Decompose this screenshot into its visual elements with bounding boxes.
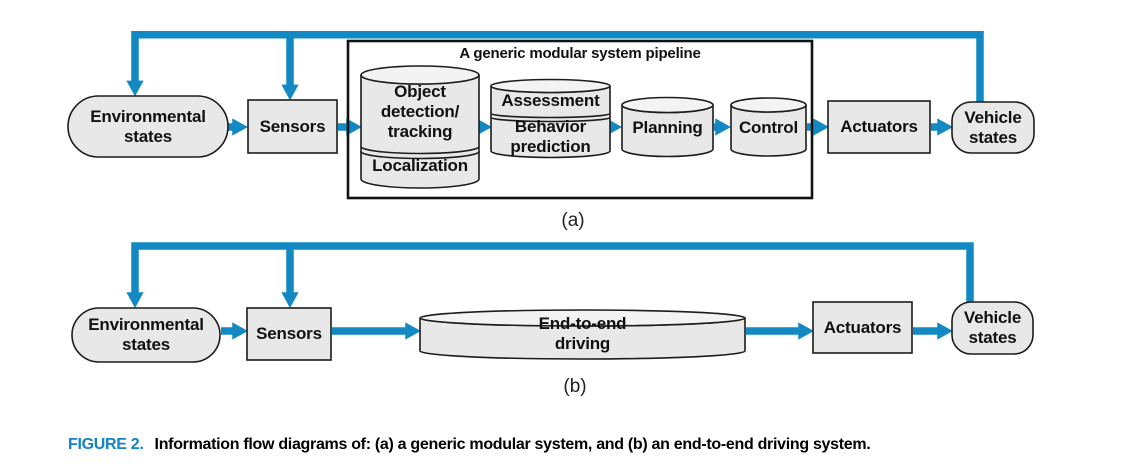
feedback-loop-arrows-b [126,242,974,308]
sensors-shape-b [246,307,332,361]
figure-caption-number: FIGURE 2. [68,436,144,453]
environmental-states-shape-a [67,95,229,158]
node-label-end-to-end-driving: End-to-end driving [538,314,627,353]
node-label-behavior-prediction: Behavior prediction [510,117,591,156]
node-label-environmental-states-b: Environmental states [88,315,204,354]
node-label-sensors-b: Sensors [256,324,322,343]
figure-caption: FIGURE 2. Information flow diagrams of: … [68,436,1078,454]
node-label-actuators-a: Actuators [840,117,918,136]
nodes-a [67,65,1035,189]
sensors-shape-a [247,99,338,154]
figure-caption-text: Information flow diagrams of: (a) a gene… [154,436,871,453]
node-label-control: Control [738,118,799,137]
node-label-planning: Planning [632,118,703,137]
node-label-environmental-states-a: Environmental states [90,106,206,146]
vehicle-states-shape-b [951,301,1034,355]
node-label-assessment: Assessment [501,91,600,110]
node-label-localization: Localization [372,156,468,175]
planning-cylinder-shape [621,96,714,158]
subfigure-label-a: (a) [561,210,585,231]
nodes-b [71,301,1034,363]
node-label-vehicle-states-a: Vehicle states [964,107,1022,147]
pipeline-title: A generic modular system pipeline [459,45,701,62]
node-label-object-detection: Object detection/ tracking [380,82,460,141]
detection-cylinder-shape [360,65,480,189]
feedback-arrow-to-environment-a [126,31,984,104]
environmental-states-shape-b [71,307,221,363]
feedback-arrow-to-environment-b [126,242,974,308]
end-to-end-cylinder-shape [419,309,746,360]
actuators-shape-a [827,100,931,154]
prediction-cylinder-shape [490,78,611,159]
control-cylinder-shape [730,97,807,157]
vehicle-states-shape-a [951,101,1035,154]
node-label-actuators-b: Actuators [823,317,902,337]
node-label-sensors-a: Sensors [259,116,326,136]
feedback-loop-arrows-a [126,31,984,104]
actuators-shape-b [812,301,913,354]
subfigure-label-b: (b) [563,376,587,397]
node-label-vehicle-states-b: Vehicle states [963,308,1022,347]
pipeline-boundary-box [346,39,814,200]
